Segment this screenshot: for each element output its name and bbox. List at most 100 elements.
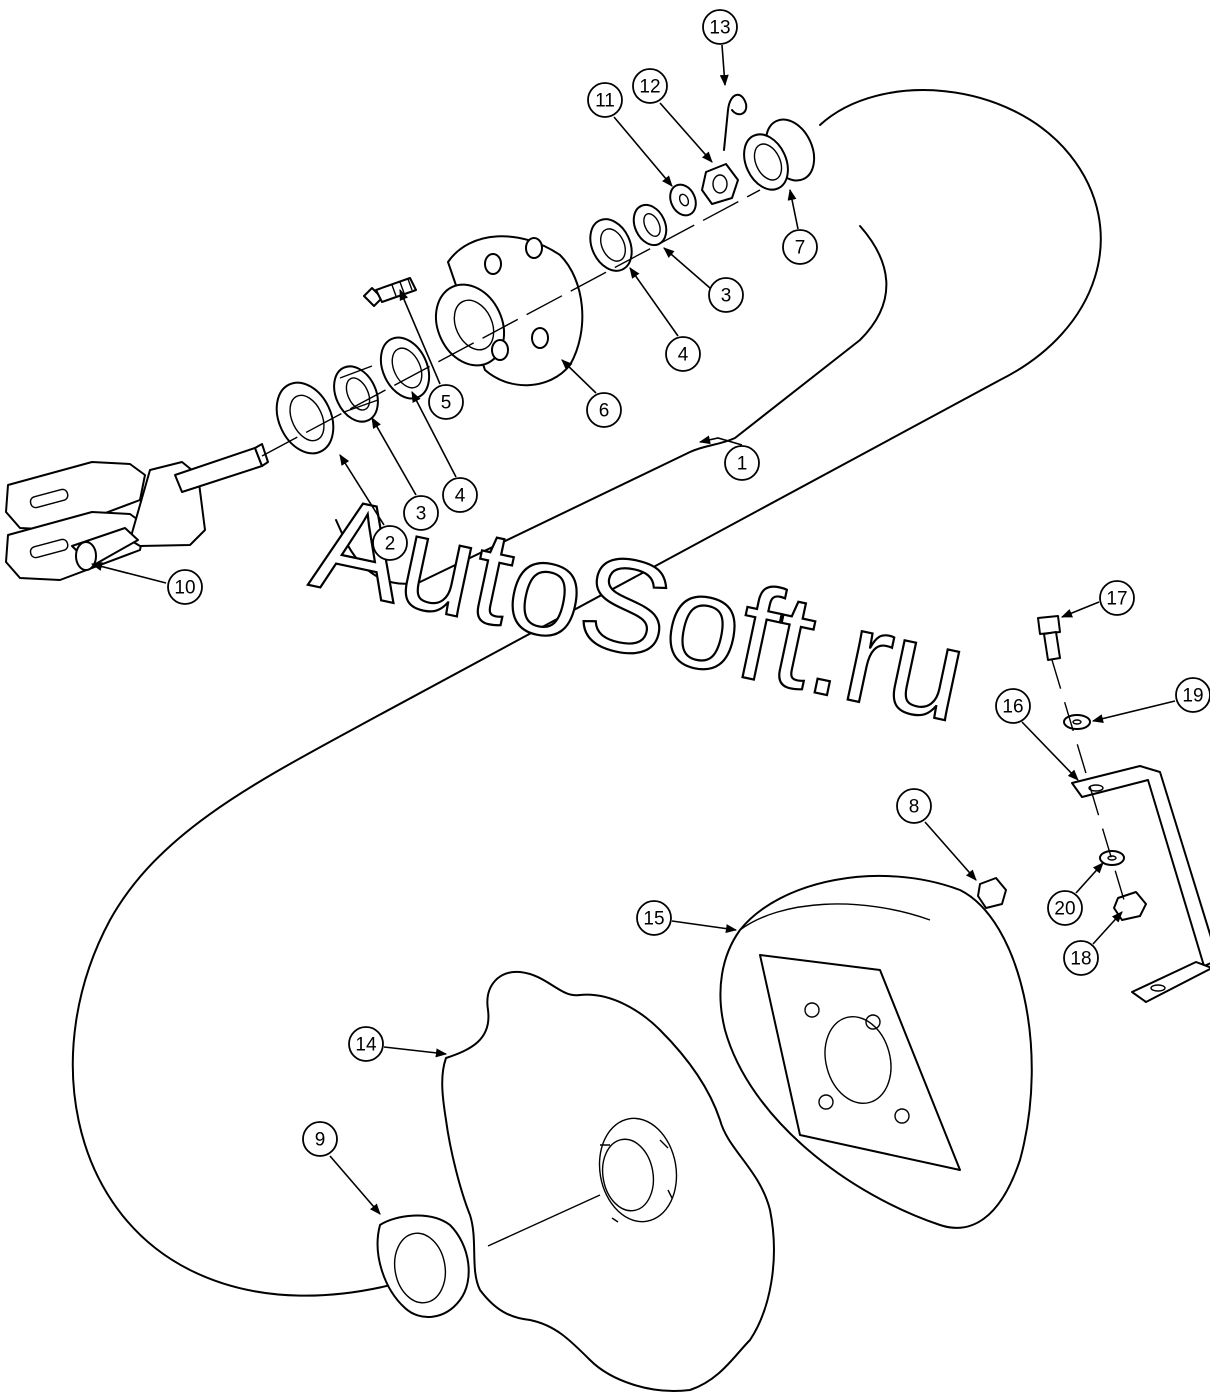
bolt-17 <box>1037 615 1061 661</box>
disc-axis-line <box>487 1194 601 1247</box>
leader-line-c14 <box>383 1046 448 1058</box>
callout-circle <box>302 1121 338 1157</box>
callout-circle <box>995 688 1031 724</box>
callout-circle <box>702 9 738 45</box>
leader-line-c5 <box>399 288 441 385</box>
spindle-yoke <box>5 443 269 581</box>
callout-circle <box>403 495 439 531</box>
leader-line-c4b <box>629 267 679 337</box>
callout-c3a: 3 <box>403 495 439 531</box>
callout-circle <box>1047 890 1083 926</box>
leader-line-c18 <box>1092 911 1123 945</box>
leader-line-c16 <box>1021 721 1079 781</box>
callout-label: 6 <box>599 401 610 422</box>
nut-8 <box>977 877 1007 909</box>
callout-c7: 7 <box>782 229 818 265</box>
callout-label: 15 <box>643 909 664 930</box>
callout-c12: 12 <box>632 68 668 104</box>
callout-circle <box>348 1026 384 1062</box>
callout-label: 4 <box>678 345 689 366</box>
callout-c3b: 3 <box>708 277 744 313</box>
callout-c18: 18 <box>1063 940 1099 976</box>
wheel-bolt-5 <box>363 277 417 307</box>
washer-19 <box>1063 714 1091 730</box>
washer-11 <box>669 183 697 217</box>
scraper-housing-15 <box>719 874 1033 1229</box>
frame-loop-outline <box>71 89 1102 1297</box>
callout-label: 12 <box>639 77 660 98</box>
callout-c17: 17 <box>1099 580 1135 616</box>
callout-label: 8 <box>909 797 920 818</box>
callout-circle <box>586 392 622 428</box>
callout-label: 18 <box>1070 949 1091 970</box>
cotter-pin-13 <box>723 94 748 151</box>
callout-c16: 16 <box>995 688 1031 724</box>
bearing-cone-3-inner <box>333 365 379 423</box>
callout-c8: 8 <box>896 788 932 824</box>
leader-line-c12 <box>659 102 713 163</box>
leader-line-c8 <box>924 821 977 881</box>
seal-2 <box>275 381 335 455</box>
notched-disc-14 <box>441 970 775 1392</box>
callout-c4b: 4 <box>665 336 701 372</box>
callout-circle <box>665 336 701 372</box>
leader-line-c17 <box>1060 601 1100 618</box>
callout-c20: 20 <box>1047 890 1083 926</box>
hub-cap-7 <box>743 118 816 191</box>
castle-nut-12 <box>701 163 739 205</box>
callout-label: 13 <box>709 18 730 39</box>
callout-c9: 9 <box>302 1121 338 1157</box>
leader-line-c11 <box>613 116 673 187</box>
leader-line-c10 <box>90 562 167 584</box>
callout-label: 9 <box>315 1130 326 1151</box>
hub-axis-line <box>261 189 761 457</box>
callout-circle <box>1175 677 1210 713</box>
leader-line-c19 <box>1091 700 1176 723</box>
callout-circle <box>636 900 672 936</box>
leader-line-c13 <box>719 44 729 87</box>
callout-circle <box>632 68 668 104</box>
callout-c19: 19 <box>1175 677 1210 713</box>
leader-line-c3b <box>663 247 711 289</box>
watermark-text: AutoSoft.ru <box>302 468 979 749</box>
callout-circle <box>1099 580 1135 616</box>
callout-circle <box>167 569 203 605</box>
hub-6 <box>434 235 584 387</box>
bearing-cup-4-inner <box>379 336 431 400</box>
callout-label: 19 <box>1182 686 1203 707</box>
bearing-cup-4-outer <box>589 218 633 272</box>
callout-circle <box>1063 940 1099 976</box>
callout-circle <box>587 82 623 118</box>
callout-circle <box>372 525 408 561</box>
leader-line-c15 <box>671 920 738 934</box>
callout-label: 17 <box>1106 589 1127 610</box>
callout-label: 14 <box>355 1035 377 1056</box>
callout-c15: 15 <box>636 900 672 936</box>
leader-line-c20 <box>1075 862 1104 894</box>
callout-label: 4 <box>455 486 466 507</box>
callout-c11: 11 <box>587 82 623 118</box>
callout-c5: 5 <box>428 384 464 420</box>
callout-label: 20 <box>1054 899 1075 920</box>
leader-line-c3a <box>371 417 417 496</box>
callout-circle <box>782 229 818 265</box>
leader-line-c1 <box>698 435 743 446</box>
callout-label: 11 <box>595 91 615 112</box>
callout-label: 2 <box>385 534 396 555</box>
callout-c10: 10 <box>167 569 203 605</box>
leader-line-c4a <box>411 391 457 478</box>
callout-circle <box>442 477 478 513</box>
spacer-9 <box>376 1214 470 1319</box>
callout-label: 1 <box>737 454 748 475</box>
callout-label: 16 <box>1002 697 1023 718</box>
callout-c14: 14 <box>348 1026 384 1062</box>
callout-c2: 2 <box>372 525 408 561</box>
callout-label: 7 <box>795 238 806 259</box>
leader-line-c7 <box>787 188 799 230</box>
callout-c1: 1 <box>724 445 760 481</box>
callout-c4a: 4 <box>442 477 478 513</box>
leader-line-c6 <box>561 359 597 394</box>
leader-line-c2 <box>339 454 385 526</box>
